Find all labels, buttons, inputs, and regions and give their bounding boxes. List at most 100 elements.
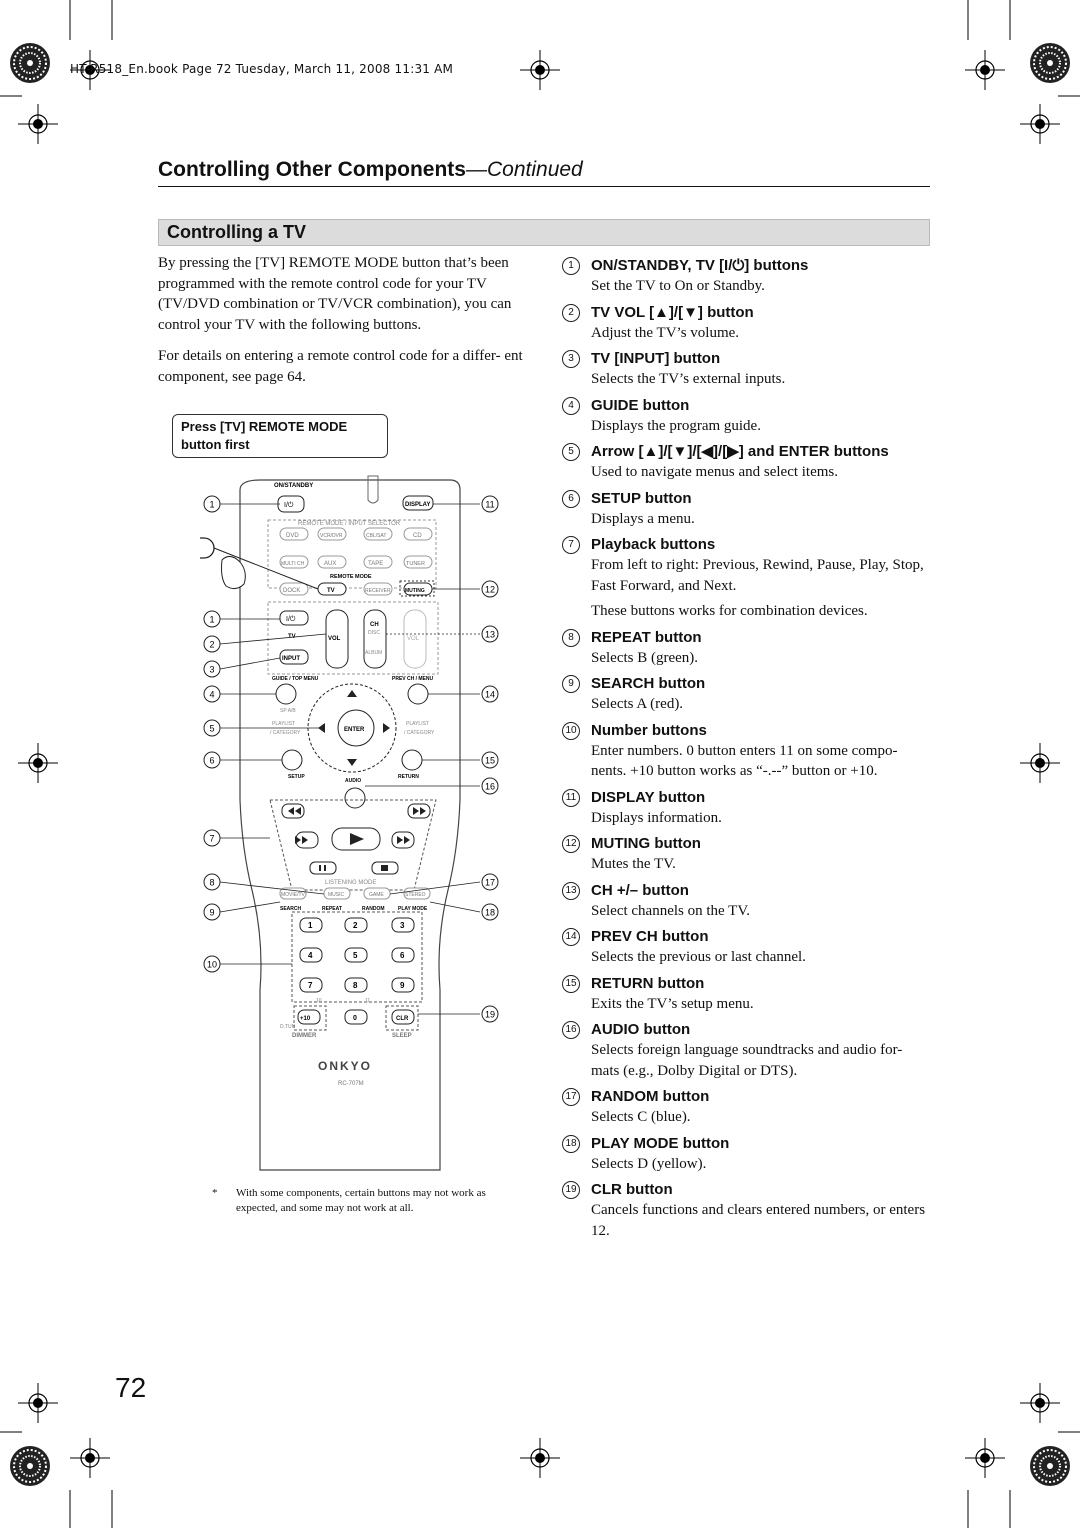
audio-label: AUDIO <box>345 778 361 784</box>
intro-paragraph-1: By pressing the [TV] REMOTE MODE button … <box>158 255 512 333</box>
digit-9-label: 9 <box>400 981 405 990</box>
item-description: Displays a menu. <box>591 510 695 527</box>
digit-8-button <box>344 977 368 993</box>
callout-circle <box>203 873 221 891</box>
callout-circle <box>203 660 221 678</box>
item-title: PLAY MODE button <box>591 1134 730 1152</box>
item-number-badge: 17 <box>562 1088 580 1106</box>
item-number-badge: 2 <box>562 303 580 322</box>
dvd-label: DVD <box>286 533 299 539</box>
disc-label: DISC <box>368 630 380 636</box>
callout-circle <box>203 635 221 653</box>
item-description: Select channels on the TV. <box>591 902 750 919</box>
digit-5-label: 5 <box>353 951 358 960</box>
callout-number: 9 <box>209 908 214 918</box>
cd-label: CD <box>413 533 422 539</box>
item-description: Selects foreign language soundtracks and… <box>591 1042 903 1079</box>
setup-label: SETUP <box>288 774 305 780</box>
item-title: CLR button <box>591 1181 673 1198</box>
item-description: Set the TV to On or Standby. <box>591 278 765 294</box>
callout-circle <box>203 610 221 628</box>
receiver-label: RECEIVER <box>365 588 391 594</box>
item-title: ON/STANDBY, TV [I/⏻] buttons <box>591 257 809 274</box>
digit-6-button <box>391 947 415 963</box>
item-number-badge: 19 <box>562 1181 580 1199</box>
music-button <box>323 887 351 900</box>
callout-circle <box>203 719 221 737</box>
aux-label: AUX <box>324 561 336 567</box>
callout-circle <box>203 955 221 973</box>
footnote-asterisk: * <box>212 1187 218 1199</box>
item-title: PREV CH button <box>591 928 709 945</box>
plus10-box <box>293 1005 327 1031</box>
callout-circle <box>203 751 221 769</box>
digit-4-button <box>299 947 323 963</box>
item-number-badge: 7 <box>562 536 580 554</box>
section-title-continued: —Continued <box>465 158 583 181</box>
digit-2-label: 2 <box>353 921 358 930</box>
intro-paragraph-2: For details on entering a remote control… <box>158 348 523 385</box>
item-title: AUDIO button <box>591 1021 691 1038</box>
item-description: Exits the TV’s setup menu. <box>591 995 754 1012</box>
item-description: Selects D (yellow). <box>591 1155 707 1172</box>
prev-ch-label: PREV CH / MENU <box>392 676 434 682</box>
callout-lines <box>219 503 481 1015</box>
callout-circle <box>481 873 499 891</box>
digit-0-button <box>344 1009 368 1025</box>
item-heading: 2 TV VOL [▲]/[▼] button <box>562 303 932 323</box>
dimmer-label: DIMMER <box>292 1033 317 1039</box>
model-label: RC-707M <box>338 1081 364 1087</box>
item-title: Arrow [▲]/[▼]/[◀]/[▶] and ENTER buttons <box>591 443 889 460</box>
item-description: Selects C (blue). <box>591 1109 691 1125</box>
digit-7-label: 7 <box>308 981 313 990</box>
item-heading: 19 CLR button <box>562 1180 932 1200</box>
tuner-label: TUNER <box>406 561 425 567</box>
remote-mode-label: REMOTE MODE <box>330 574 372 580</box>
item-description: Displays information. <box>591 809 722 826</box>
callout-number: 19 <box>485 1010 495 1020</box>
enter-button <box>337 709 375 747</box>
item-description: Mutes the TV. <box>591 856 676 872</box>
clr-button <box>391 1009 415 1025</box>
dock-button <box>279 582 309 596</box>
tv-callout: TV <box>200 537 319 590</box>
item-description: Selects the TV’s external inputs. <box>591 371 786 387</box>
prev-ch-button <box>407 683 429 705</box>
sp-ab-label: SP A/B <box>280 708 296 714</box>
remote-body <box>239 479 461 1171</box>
digit-6-label: 6 <box>400 951 405 960</box>
cbl-sat-label: CBL/SAT <box>366 533 386 539</box>
item-title: TV VOL [▲]/[▼] button <box>591 303 754 321</box>
callout-circle <box>481 495 499 513</box>
item-number-badge: 13 <box>562 881 580 900</box>
item-title: RETURN button <box>591 974 705 992</box>
digit-0-label: 0 <box>353 1015 357 1022</box>
callout-number: 18 <box>485 908 495 918</box>
subsection-title: Controlling a TV <box>167 222 306 242</box>
item-description-note: These buttons works for combination devi… <box>591 603 868 619</box>
item-number-badge: 8 <box>562 628 580 647</box>
guide-label: GUIDE / TOP MENU <box>272 676 319 682</box>
item-description: From left to right: Previous, Rewind, Pa… <box>591 557 924 594</box>
eleven-label: 11 <box>365 998 370 1004</box>
callout-circle <box>481 777 499 795</box>
callout-circle <box>481 1005 499 1023</box>
power-symbol-top: I/⏻ <box>284 501 294 509</box>
callout-number: 13 <box>485 630 495 640</box>
item-number-badge: 5 <box>562 443 580 461</box>
multi-ch-button <box>279 555 309 569</box>
pause-icon-bar-2 <box>324 865 326 871</box>
subsection-bar: Controlling a TV <box>158 219 930 246</box>
aux-button <box>317 555 347 569</box>
